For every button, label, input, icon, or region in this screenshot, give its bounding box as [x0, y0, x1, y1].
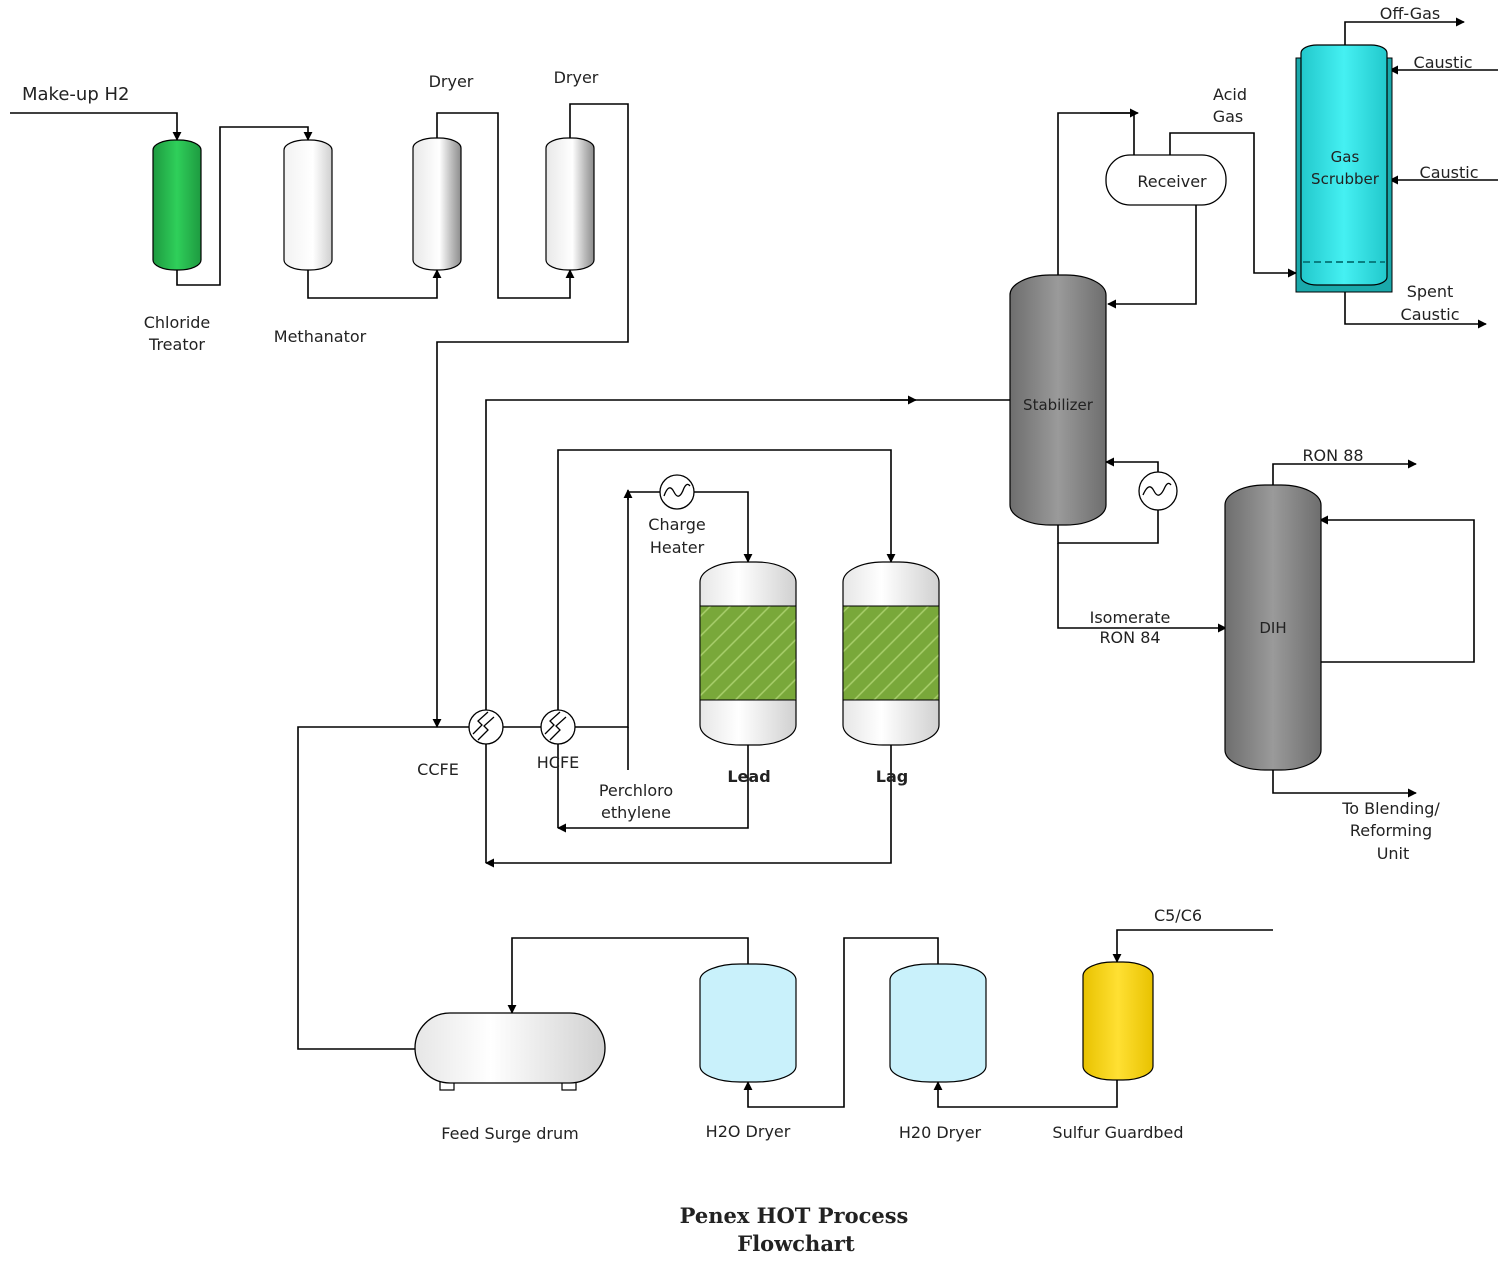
perchloro-label-2: ethylene [601, 803, 671, 822]
hcfe-exchanger [540, 709, 576, 745]
ccfe-label: CCFE [417, 760, 459, 779]
acid-gas-label-2: Gas [1213, 107, 1244, 126]
chloride-treator [152, 139, 202, 271]
perchloro-label-1: Perchloro [599, 781, 673, 800]
spent-caustic-label-2: Caustic [1401, 305, 1460, 324]
caustic-top-label: Caustic [1414, 53, 1473, 72]
to-blending-label-3: Unit [1377, 844, 1410, 863]
receiver-label: Receiver [1137, 172, 1207, 191]
diagram-title-line-2: Flowchart [737, 1231, 855, 1256]
chloride-treator-label-1: Chloride [144, 313, 211, 332]
h2o-dryer-1 [699, 963, 797, 1083]
stabilizer-column [1009, 274, 1107, 526]
receiver-drum [1105, 154, 1227, 206]
acid-gas-label-1: Acid [1213, 85, 1247, 104]
dryer-2 [545, 137, 595, 271]
ron88-label: RON 88 [1302, 446, 1363, 465]
to-blending-label-1: To Blending/ [1341, 799, 1440, 818]
stabilizer-reboiler-exchanger [1138, 471, 1178, 511]
off-gas-label: Off-Gas [1380, 4, 1441, 23]
ccfe-exchanger [468, 709, 504, 745]
feed-surge-drum-label: Feed Surge drum [441, 1124, 578, 1143]
spent-caustic-label-1: Spent [1407, 282, 1454, 301]
dryer-2-label: Dryer [554, 68, 599, 87]
h2o-dryer-2-label: H20 Dryer [899, 1123, 982, 1142]
diagram-title-line-1: Penex HOT Process [680, 1203, 909, 1228]
methanator [283, 139, 333, 271]
lag-label: Lag [876, 767, 908, 786]
lead-label: Lead [727, 767, 770, 786]
hcfe-label: HCFE [537, 753, 580, 772]
c5c6-label: C5/C6 [1154, 906, 1202, 925]
gas-scrubber-label-2: Scrubber [1311, 170, 1380, 188]
sulfur-guardbed-label: Sulfur Guardbed [1052, 1123, 1183, 1142]
chloride-treator-label-2: Treator [148, 335, 205, 354]
makeup-h2-label: Make-up H2 [22, 84, 129, 105]
charge-heater-label-2: Heater [650, 538, 705, 557]
dih-column [1224, 484, 1322, 771]
isomerate-label-1: Isomerate [1090, 608, 1171, 627]
dryer-1 [412, 137, 462, 271]
h2o-dryer-1-label: H2O Dryer [706, 1122, 791, 1141]
charge-heater-exchanger [659, 474, 695, 510]
lag-reactor [842, 561, 940, 746]
dih-label: DIH [1259, 619, 1286, 637]
piping [10, 17, 1498, 1108]
charge-heater-label-1: Charge [648, 515, 705, 534]
sulfur-guardbed [1082, 961, 1154, 1081]
gas-scrubber [1295, 44, 1393, 293]
methanator-label: Methanator [274, 327, 367, 346]
isomerate-label-2: RON 84 [1099, 628, 1160, 647]
h2o-dryer-2 [889, 963, 987, 1083]
dryer-1-label: Dryer [429, 72, 474, 91]
caustic-mid-label: Caustic [1420, 163, 1479, 182]
gas-scrubber-label-1: Gas [1331, 148, 1360, 166]
lead-reactor [699, 561, 797, 746]
feed-surge-drum [414, 1012, 606, 1091]
to-blending-label-2: Reforming [1350, 821, 1432, 840]
stabilizer-label: Stabilizer [1023, 396, 1094, 414]
